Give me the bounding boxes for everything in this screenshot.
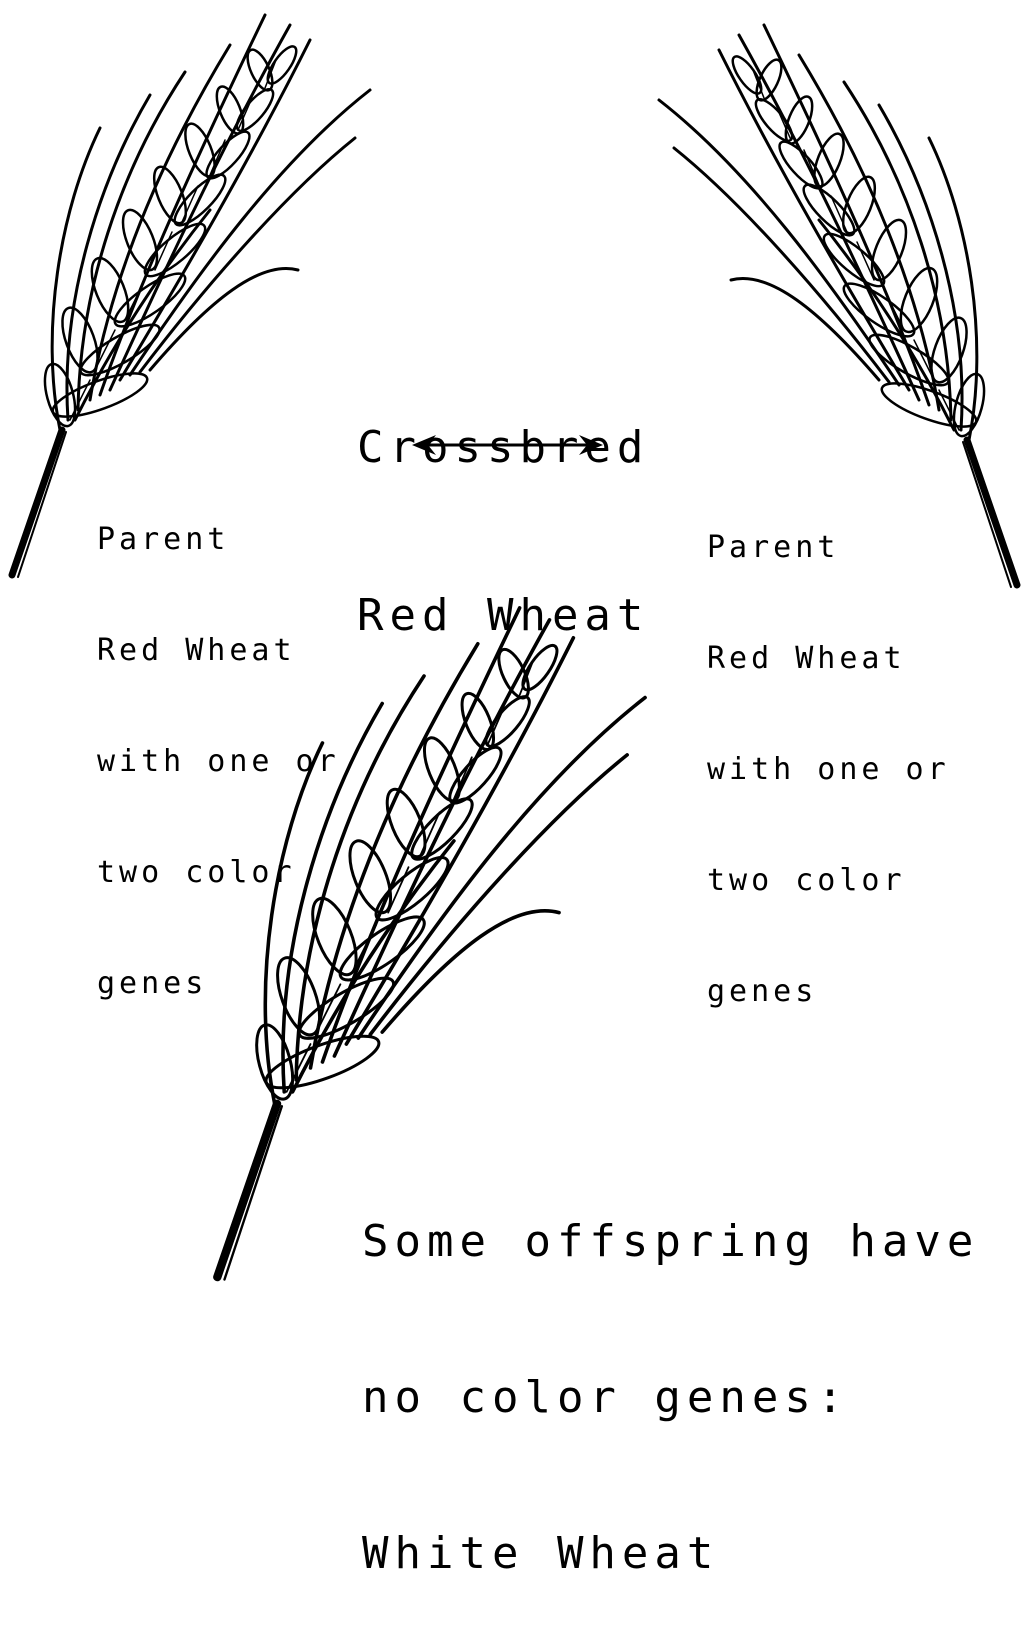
offspring-label: Some offspring have no color genes: Whit… [362, 1112, 979, 1632]
left-parent-line: two color [97, 854, 340, 891]
left-parent-line: Red Wheat [97, 632, 340, 669]
left-parent-label: Parent Red Wheat with one or two color g… [97, 447, 340, 1039]
left-parent-line: with one or [97, 743, 340, 780]
crossbred-title: Crossbred Red Wheat [357, 308, 649, 700]
right-parent-line: with one or [707, 751, 950, 788]
right-parent-line: Red Wheat [707, 640, 950, 677]
offspring-line: no color genes: [362, 1372, 979, 1424]
right-parent-label: Parent Red Wheat with one or two color g… [707, 455, 950, 1047]
right-parent-line: two color [707, 862, 950, 899]
double-arrow-icon [410, 430, 605, 460]
offspring-line: Some offspring have [362, 1216, 979, 1268]
left-parent-line: genes [97, 965, 340, 1002]
right-parent-line: Parent [707, 529, 950, 566]
crossbred-title-line: Red Wheat [357, 588, 649, 644]
right-parent-line: genes [707, 973, 950, 1010]
left-parent-line: Parent [97, 521, 340, 558]
offspring-line: White Wheat [362, 1528, 979, 1580]
